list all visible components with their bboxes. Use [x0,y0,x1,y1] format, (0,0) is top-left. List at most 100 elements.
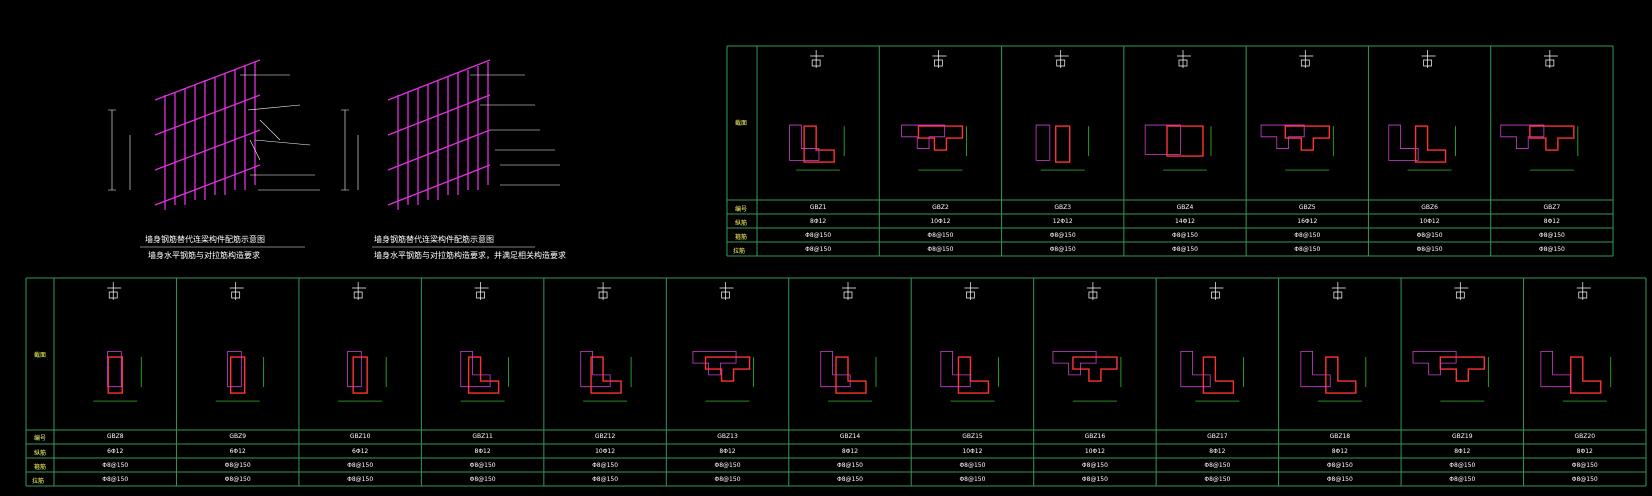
caption-right-1: 墙身钢筋替代连梁构件配筋示意图 [374,235,494,244]
section-sketch [1035,50,1090,171]
bottom-cell-stirrup: Φ8@150 [347,462,374,469]
top-cell-longitudinal: 12Φ12 [1052,218,1073,225]
bottom-cell-longitudinal: 8Φ12 [1576,448,1593,455]
top-cell-stirrup: Φ8@150 [1294,232,1321,239]
bottom-cell-tie: Φ8@150 [714,476,741,483]
top-cell-id: GBZ6 [1421,204,1438,211]
bottom-cell-id: GBZ9 [229,433,247,440]
section-sketch [1300,282,1367,402]
top-cell-tie: Φ8@150 [1538,246,1565,253]
top-cell-id: GBZ7 [1543,204,1561,211]
top-row-label-section: 截面 [735,120,748,127]
bottom-cell-tie: Φ8@150 [347,476,374,483]
section-sketch [93,282,142,402]
bottom-cell-stirrup: Φ8@150 [1571,462,1598,469]
bottom-cell-stirrup: Φ8@150 [469,462,496,469]
bottom-cell-tie: Φ8@150 [1449,476,1476,483]
bottom-cell-longitudinal: 8Φ12 [474,448,491,455]
section-sketch [338,282,387,402]
bottom-row-label-id: 编号 [34,435,47,442]
top-row-label-stirrup: 箍筋 [735,234,748,241]
top-cell-tie: Φ8@150 [805,246,832,253]
bottom-cell-stirrup: Φ8@150 [1081,462,1108,469]
lattice-diagram-left [154,59,261,210]
bottom-cell-tie: Φ8@150 [1326,476,1353,483]
top-cell-stirrup: Φ8@150 [1049,232,1076,239]
top-cell-id: GBZ1 [809,204,827,211]
top-row-label-long: 纵筋 [735,220,748,227]
bottom-cell-id: GBZ17 [1207,433,1228,440]
top-cell-longitudinal: 8Φ12 [1543,218,1560,225]
bottom-cell-longitudinal: 8Φ12 [719,448,736,455]
bottom-cell-id: GBZ10 [349,433,371,440]
bottom-cell-stirrup: Φ8@150 [592,462,619,469]
bottom-cell-id: GBZ18 [1329,433,1351,440]
bottom-cell-longitudinal: 8Φ12 [1454,448,1471,455]
bottom-cell-tie: Φ8@150 [224,476,251,483]
section-sketch [1540,282,1612,402]
top-cell-longitudinal: 8Φ12 [810,218,827,225]
bottom-cell-longitudinal: 8Φ12 [1331,448,1348,455]
top-cell-stirrup: Φ8@150 [927,232,954,239]
top-cell-id: GBZ3 [1054,204,1072,211]
bottom-cell-tie: Φ8@150 [836,476,863,483]
section-sketch [789,50,845,171]
section-sketch [1180,282,1244,402]
section-sketch [901,50,967,171]
bottom-cell-tie: Φ8@150 [1204,476,1231,483]
bottom-cell-longitudinal: 8Φ12 [1209,448,1226,455]
bottom-cell-stirrup: Φ8@150 [714,462,741,469]
caption-left-1: 墙身钢筋替代连梁构件配筋示意图 [145,235,265,244]
top-cell-stirrup: Φ8@150 [1538,232,1565,239]
bottom-cell-id: GBZ20 [1574,433,1596,440]
bottom-cell-longitudinal: 8Φ12 [841,448,859,455]
bottom-cell-tie: Φ8@150 [1571,476,1598,483]
top-row-label-tie: 拉筋 [733,248,746,255]
bottom-cell-tie: Φ8@150 [469,476,496,483]
top-cell-longitudinal: 10Φ12 [930,218,951,225]
top-cell-stirrup: Φ8@150 [1171,232,1198,239]
top-cell-stirrup: Φ8@150 [805,232,832,239]
bottom-cell-id: GBZ8 [106,433,124,440]
bottom-cell-id: GBZ11 [472,433,493,440]
bottom-cell-stirrup: Φ8@150 [1449,462,1476,469]
top-cell-longitudinal: 10Φ12 [1419,218,1440,225]
section-sketch [1052,282,1122,402]
top-cell-id: GBZ4 [1176,204,1194,211]
bottom-cell-longitudinal: 10Φ12 [1084,448,1105,455]
section-sketch [1388,50,1456,171]
section-sketch [1500,50,1579,171]
section-sketch [580,282,632,402]
section-sketch [1412,282,1489,402]
bottom-cell-longitudinal: 6Φ12 [107,448,124,455]
section-sketch [692,282,754,402]
caption-right-2: 墙身水平钢筋与对拉筋构造要求，并满足相关构造要求 [374,251,566,260]
bottom-row-label-tie: 拉筋 [32,478,45,485]
bottom-cell-id: GBZ19 [1452,433,1473,440]
top-cell-longitudinal: 14Φ12 [1174,218,1195,225]
bottom-cell-stirrup: Φ8@150 [959,462,986,469]
bottom-cell-id: GBZ15 [962,433,983,440]
bottom-cell-tie: Φ8@150 [592,476,619,483]
bottom-cell-longitudinal: 10Φ12 [595,448,616,455]
top-row-label-id: 编号 [735,206,748,213]
bottom-cell-stirrup: Φ8@150 [1204,462,1231,469]
bottom-cell-tie: Φ8@150 [1081,476,1108,483]
bottom-row-label-long: 纵筋 [34,450,47,457]
top-cell-longitudinal: 16Φ12 [1297,218,1318,225]
bottom-cell-id: GBZ13 [717,433,738,440]
bottom-cell-longitudinal: 10Φ12 [962,448,983,455]
bottom-cell-tie: Φ8@150 [102,476,129,483]
lattice-diagram-right [387,59,491,210]
top-cell-tie: Φ8@150 [1294,246,1321,253]
top-cell-tie: Φ8@150 [927,246,954,253]
top-cell-id: GBZ5 [1298,204,1316,211]
section-sketch [215,282,265,402]
section-sketch [1144,50,1212,171]
bottom-row-label-section: 截面 [34,352,47,359]
top-cell-stirrup: Φ8@150 [1416,232,1443,239]
section-sketch [820,282,877,402]
section-sketch [460,282,509,402]
bottom-cell-longitudinal: 6Φ12 [229,448,246,455]
